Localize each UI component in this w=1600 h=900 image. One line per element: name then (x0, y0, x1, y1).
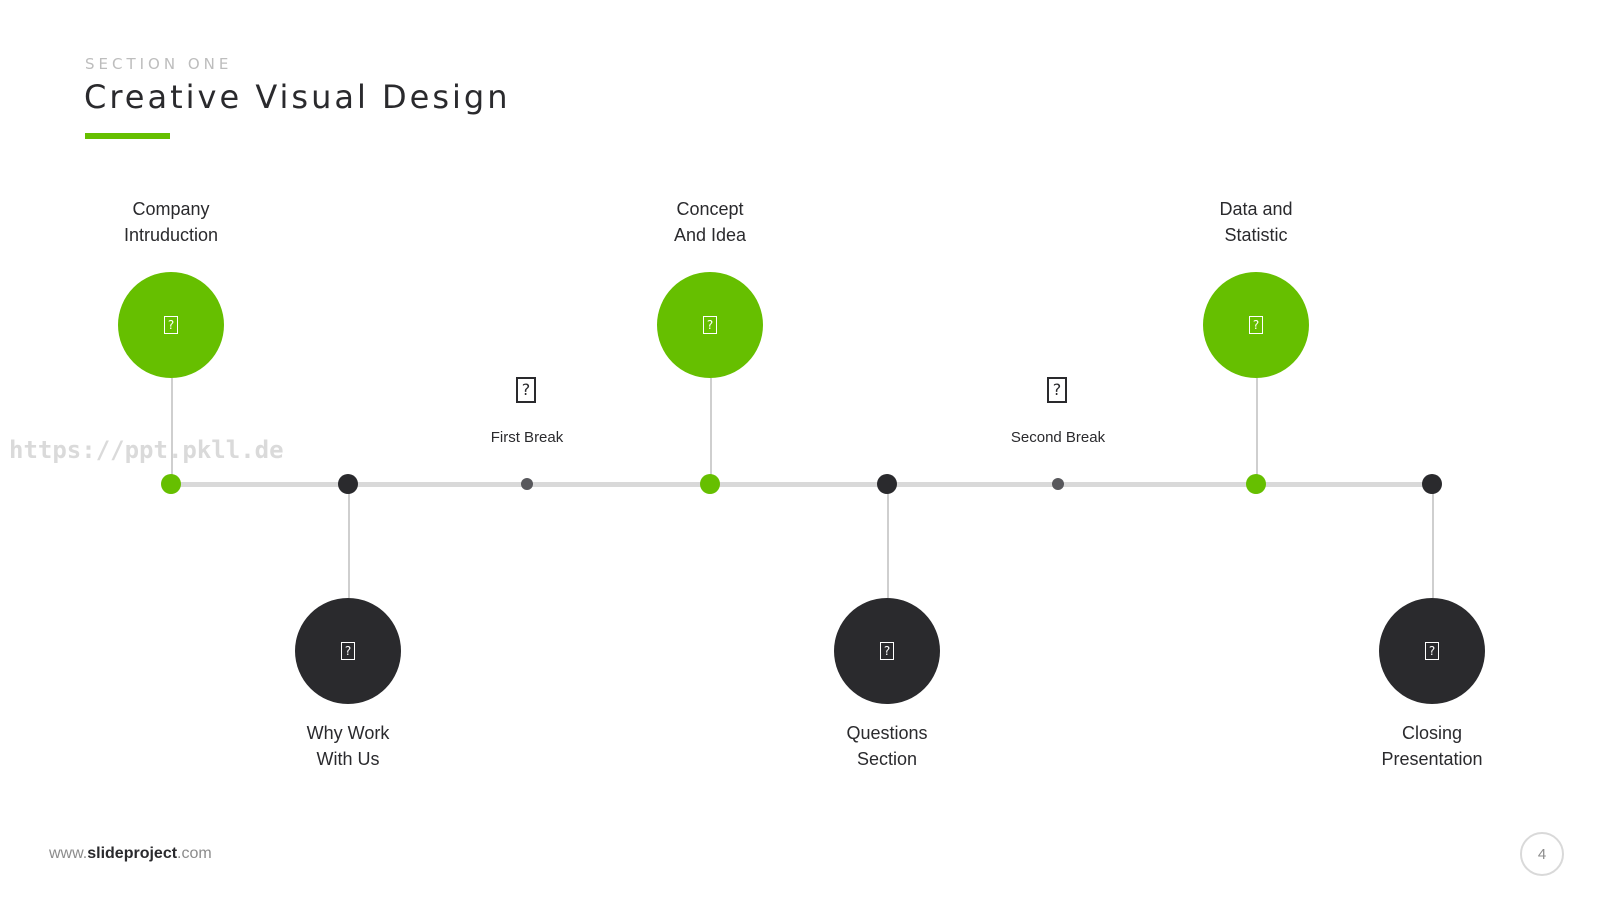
milestone-circle-questions-section: ? (834, 598, 940, 704)
timeline-dot-1 (161, 474, 181, 494)
milestone-circle-data-and-statistic: ? (1203, 272, 1309, 378)
missing-glyph-icon: ? (880, 642, 894, 660)
connector-bottom-3 (1432, 484, 1434, 598)
connector-bottom-1 (348, 484, 350, 598)
timeline-dot-break-1 (521, 478, 533, 490)
footer-brand: slideproject (87, 845, 178, 862)
timeline-dot-break-2 (1052, 478, 1064, 490)
break-label-first: First Break (490, 429, 564, 446)
milestone-circle-concept-and-idea: ? (657, 272, 763, 378)
connector-top-3 (1256, 378, 1258, 484)
footer-website: www.slideproject.com (49, 845, 212, 863)
milestone-label-closing-presentation: Closing Presentation (1381, 723, 1483, 769)
milestone-label-why-work-with-us: Why Work With Us (306, 723, 390, 769)
page-title: Creative Visual Design (84, 78, 511, 116)
connector-top-2 (710, 378, 712, 484)
break-label-second: Second Break (1010, 429, 1106, 446)
milestone-label-questions-section: Questions Section (846, 723, 928, 769)
timeline-dot-2 (338, 474, 358, 494)
missing-glyph-icon: ? (703, 316, 717, 334)
title-underline (85, 133, 170, 139)
missing-glyph-icon: ? (1249, 316, 1263, 334)
watermark: https://ppt.pkll.de (9, 436, 284, 464)
footer-prefix: www. (49, 845, 88, 862)
milestone-label-data-and-statistic: Data and Statistic (1219, 199, 1293, 245)
timeline-line (171, 482, 1437, 487)
timeline-dot-6 (1422, 474, 1442, 494)
missing-glyph-icon: ? (341, 642, 355, 660)
footer-suffix: .com (177, 845, 212, 862)
timeline-dot-3 (700, 474, 720, 494)
milestone-circle-why-work-with-us: ? (295, 598, 401, 704)
section-label: SECTION ONE (85, 55, 233, 73)
connector-top-1 (171, 378, 173, 484)
milestone-circle-company-intruduction: ? (118, 272, 224, 378)
timeline-dot-5 (1246, 474, 1266, 494)
milestone-label-concept-and-idea: Concept And Idea (673, 199, 747, 245)
timeline-dot-4 (877, 474, 897, 494)
missing-glyph-icon: ? (1047, 377, 1067, 403)
missing-glyph-icon: ? (164, 316, 178, 334)
missing-glyph-icon: ? (516, 377, 536, 403)
missing-glyph-icon: ? (1425, 642, 1439, 660)
milestone-label-company-intruduction: Company Intruduction (123, 199, 219, 245)
connector-bottom-2 (887, 484, 889, 598)
milestone-circle-closing-presentation: ? (1379, 598, 1485, 704)
page-number: 4 (1520, 832, 1564, 876)
